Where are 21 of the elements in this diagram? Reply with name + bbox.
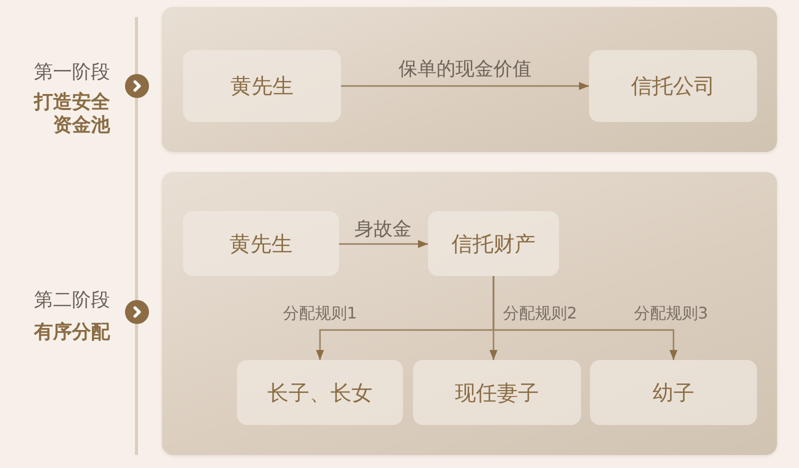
arrow (492, 276, 678, 360)
process-box: 长子、长女 (237, 360, 403, 425)
process-box: 信托财产 (428, 211, 559, 276)
panel (162, 172, 777, 455)
edge-label: 分配规则2 (502, 304, 578, 322)
stage-title: 打造安全资金池 (32, 91, 110, 137)
edge-label: 身故金 (354, 218, 412, 240)
process-box: 黄先生 (183, 211, 339, 276)
edge-label: 保单的现金价值 (398, 58, 532, 80)
process-box: 现任妻子 (413, 360, 581, 425)
stage-label: 第二阶段 (33, 289, 110, 312)
process-box: 信托公司 (589, 50, 757, 122)
panel (162, 7, 777, 152)
stage-title: 有序分配 (32, 321, 110, 344)
arrow (341, 82, 589, 90)
process-box: 黄先生 (183, 50, 341, 122)
edge-label: 分配规则3 (634, 304, 708, 322)
stage-label: 第一阶段 (33, 61, 110, 84)
process-box: 幼子 (590, 360, 757, 425)
arrow (339, 240, 428, 248)
edge-label: 分配规则1 (282, 304, 358, 322)
